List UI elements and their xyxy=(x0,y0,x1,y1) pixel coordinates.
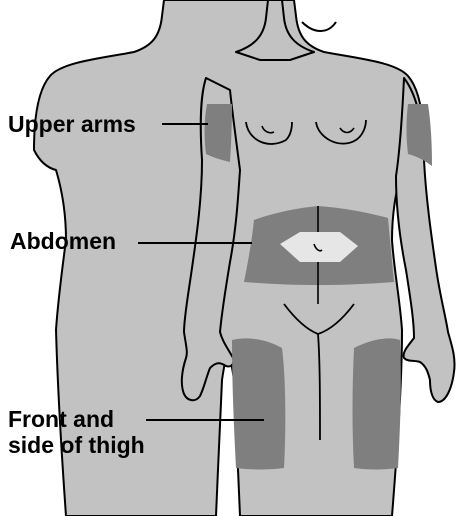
label-thigh-line1: Front and xyxy=(8,406,145,432)
chin-line xyxy=(302,22,336,31)
upper-arm-left-area xyxy=(205,104,232,162)
thigh-right-area xyxy=(353,338,401,469)
label-upper-arms: Upper arms xyxy=(8,111,136,137)
label-upper-arms-text: Upper arms xyxy=(8,111,136,137)
thigh-left-area xyxy=(232,338,285,469)
label-abdomen: Abdomen xyxy=(10,228,116,254)
label-thigh: Front and side of thigh xyxy=(8,406,145,458)
label-abdomen-text: Abdomen xyxy=(10,228,116,254)
label-thigh-line2: side of thigh xyxy=(8,432,145,458)
